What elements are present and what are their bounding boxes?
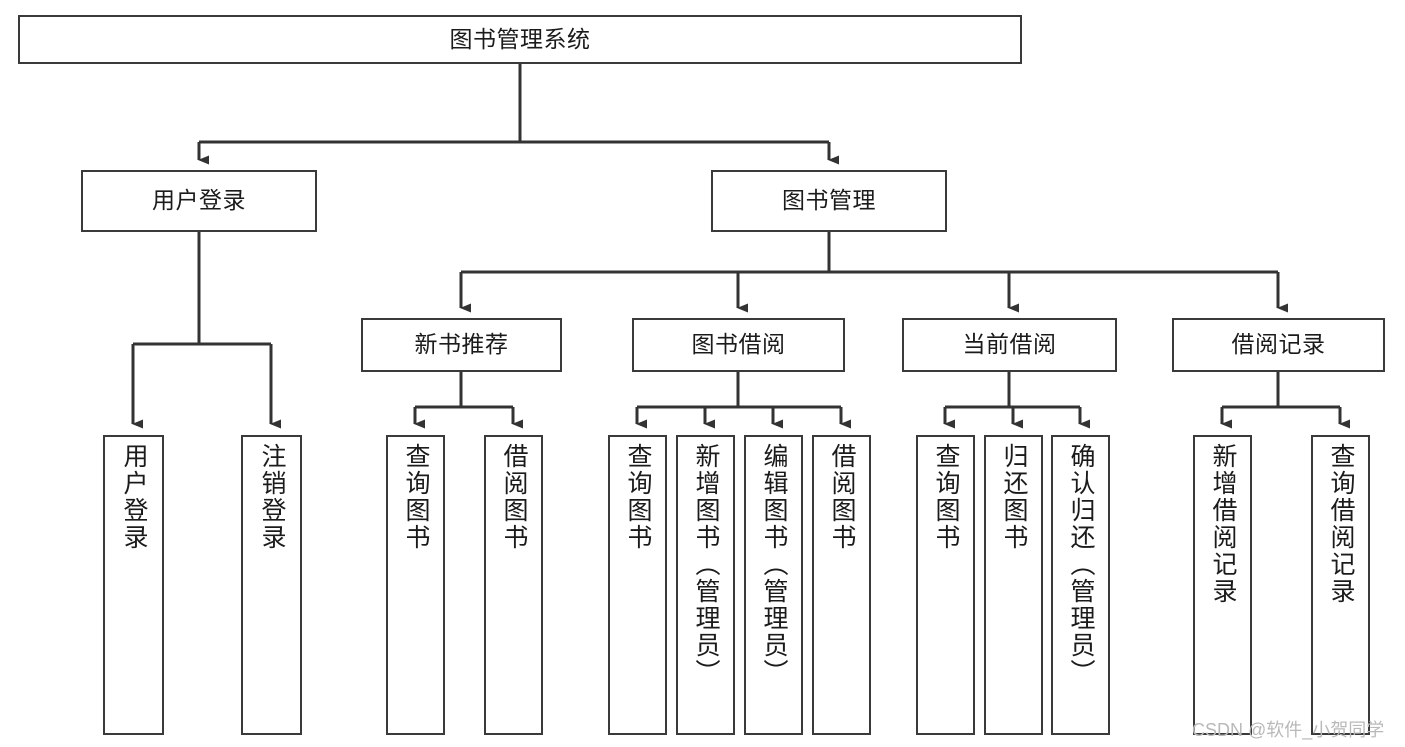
node-book-manage-label: 图书管理	[782, 187, 876, 214]
node-leaf-logout-label: 注销登录	[258, 443, 286, 551]
node-leaf-return-book-label: 归还图书	[1000, 443, 1028, 551]
node-leaf-query-book-1[interactable]: 查询图书	[386, 435, 445, 735]
node-leaf-borrow-book-2[interactable]: 借阅图书	[812, 435, 871, 735]
node-leaf-query-book-2[interactable]: 查询图书	[608, 435, 667, 735]
node-user-login-label: 用户登录	[152, 187, 246, 214]
node-borrow-record-label: 借阅记录	[1231, 331, 1326, 358]
node-leaf-add-record-label: 新增借阅记录	[1209, 443, 1237, 605]
node-leaf-return-book[interactable]: 归还图书	[984, 435, 1043, 735]
node-leaf-query-book-3-label: 查询图书	[932, 443, 960, 551]
node-current-borrow-label: 当前借阅	[962, 331, 1057, 358]
node-leaf-user-login-label: 用户登录	[120, 443, 148, 551]
csdn-watermark: CSDN @软件_小贺同学	[1192, 720, 1385, 740]
node-leaf-confirm-return[interactable]: 确认归还（管理员）	[1051, 435, 1110, 735]
node-book-manage[interactable]: 图书管理	[711, 170, 947, 232]
node-leaf-add-book[interactable]: 新增图书（管理员）	[676, 435, 735, 735]
node-root-system-label: 图书管理系统	[449, 25, 591, 52]
node-leaf-borrow-book-2-label: 借阅图书	[828, 443, 856, 551]
node-leaf-edit-book-label: 编辑图书（管理员）	[760, 443, 788, 686]
node-book-borrow[interactable]: 图书借阅	[632, 318, 845, 372]
node-leaf-edit-book[interactable]: 编辑图书（管理员）	[744, 435, 803, 735]
node-leaf-borrow-book-1[interactable]: 借阅图书	[484, 435, 543, 735]
node-current-borrow[interactable]: 当前借阅	[902, 318, 1117, 372]
node-leaf-add-record[interactable]: 新增借阅记录	[1193, 435, 1252, 735]
node-leaf-confirm-return-label: 确认归还（管理员）	[1067, 443, 1095, 686]
node-leaf-query-book-2-label: 查询图书	[624, 443, 652, 551]
node-borrow-record[interactable]: 借阅记录	[1172, 318, 1385, 372]
node-user-login[interactable]: 用户登录	[81, 170, 317, 232]
node-leaf-query-record-label: 查询借阅记录	[1327, 443, 1355, 605]
node-leaf-user-login[interactable]: 用户登录	[103, 435, 164, 735]
node-root-system[interactable]: 图书管理系统	[18, 15, 1022, 64]
node-leaf-logout[interactable]: 注销登录	[241, 435, 302, 735]
node-leaf-add-book-label: 新增图书（管理员）	[692, 443, 720, 686]
node-new-book-rec[interactable]: 新书推荐	[361, 318, 562, 372]
node-leaf-query-book-3[interactable]: 查询图书	[916, 435, 975, 735]
node-book-borrow-label: 图书借阅	[691, 331, 786, 358]
node-leaf-query-record[interactable]: 查询借阅记录	[1311, 435, 1370, 735]
node-leaf-query-book-1-label: 查询图书	[402, 443, 430, 551]
node-leaf-borrow-book-1-label: 借阅图书	[500, 443, 528, 551]
node-new-book-rec-label: 新书推荐	[414, 331, 509, 358]
